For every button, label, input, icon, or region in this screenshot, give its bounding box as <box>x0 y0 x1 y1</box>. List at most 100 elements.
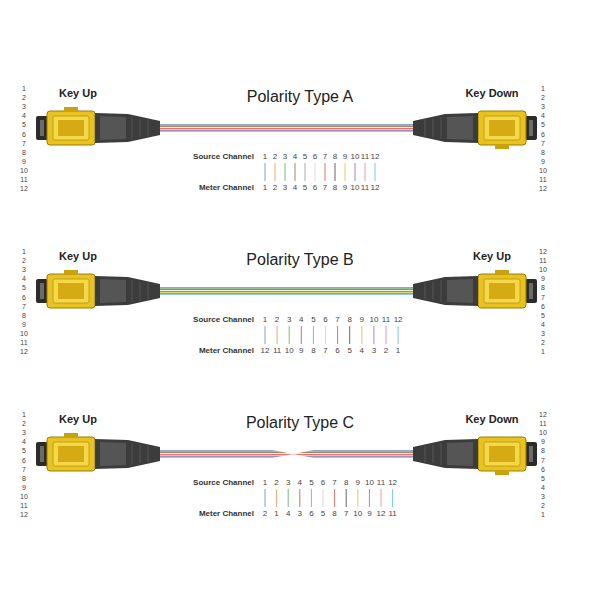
channel-number: 11 <box>382 316 390 324</box>
channel-number: 1 <box>263 479 267 487</box>
fiber-position: 9 <box>22 157 26 164</box>
fiber-position: 1 <box>22 248 26 255</box>
fiber-position: 4 <box>541 112 545 119</box>
channel-number: 12 <box>377 510 386 518</box>
fiber-position: 9 <box>541 438 545 445</box>
channel-number: 7 <box>332 479 336 487</box>
fiber-position: 4 <box>22 275 26 282</box>
channel-number: 6 <box>321 479 325 487</box>
fiber-line <box>325 163 326 181</box>
fiber-line <box>315 163 316 181</box>
channel-number: 7 <box>323 184 327 192</box>
channel-number: 6 <box>323 316 327 324</box>
fiber-position: 11 <box>20 176 27 183</box>
fiber-position: 3 <box>541 492 545 499</box>
channel-number: 11 <box>273 347 281 355</box>
key-label: Key Up <box>59 414 97 425</box>
channel-number: 5 <box>309 479 313 487</box>
fiber-position: 11 <box>539 420 546 427</box>
fiber-line <box>357 489 358 507</box>
channel-number: 9 <box>343 153 347 161</box>
fiber-position: 11 <box>539 257 546 264</box>
fiber-position: 2 <box>22 257 26 264</box>
fiber-position: 5 <box>22 284 26 291</box>
fiber-line <box>355 163 356 181</box>
channel-number: 2 <box>273 184 277 192</box>
key-label: Key Up <box>59 88 97 99</box>
connector-key <box>64 270 78 275</box>
channel-number: 4 <box>299 316 303 324</box>
channel-number: 12 <box>371 153 380 161</box>
fiber-line <box>334 489 335 507</box>
fiber-position: 6 <box>541 465 545 472</box>
fiber-position: 1 <box>22 411 26 418</box>
channel-number: 9 <box>343 184 347 192</box>
channel-number: 5 <box>303 153 307 161</box>
channel-number: 12 <box>394 316 403 324</box>
fiber-position: 8 <box>22 474 26 481</box>
channel-number: 12 <box>261 347 270 355</box>
key-label: Key Down <box>465 88 518 99</box>
fiber-position: 9 <box>22 320 26 327</box>
channel-number: 4 <box>298 479 302 487</box>
channel-number: 3 <box>283 153 287 161</box>
connector-key <box>495 270 509 275</box>
fiber-position: 4 <box>541 320 545 327</box>
fiber-line <box>265 326 266 344</box>
fiber-position: 2 <box>22 94 26 101</box>
mpo-connector <box>413 111 537 145</box>
fiber-position: 5 <box>541 474 545 481</box>
fiber-line <box>288 489 289 507</box>
fiber-position: 1 <box>541 348 545 355</box>
fiber-line <box>346 489 347 507</box>
channel-number: 9 <box>356 479 360 487</box>
channel-number: 7 <box>323 347 327 355</box>
channel-number: 4 <box>293 153 297 161</box>
fiber-line <box>398 326 399 344</box>
fiber-position: 11 <box>539 176 546 183</box>
fiber-position: 8 <box>541 447 545 454</box>
fiber-position: 7 <box>22 465 26 472</box>
fiber-position: 6 <box>541 302 545 309</box>
fiber-line <box>345 163 346 181</box>
twisted-ribbon-cable <box>160 450 413 458</box>
fiber-line <box>289 326 290 344</box>
row-label: Source Channel <box>193 316 254 324</box>
polarity-panel <box>36 433 537 475</box>
channel-number: 5 <box>347 347 351 355</box>
fiber-position: 6 <box>541 130 545 137</box>
connector-key <box>495 470 509 475</box>
channel-number: 3 <box>283 184 287 192</box>
channel-number: 3 <box>287 316 291 324</box>
channel-number: 2 <box>384 347 388 355</box>
fiber-position: 3 <box>22 429 26 436</box>
row-label: Meter Channel <box>199 347 254 355</box>
channel-number: 10 <box>351 184 360 192</box>
fiber-position: 12 <box>20 185 28 192</box>
mpo-connector <box>36 111 160 145</box>
channel-number: 11 <box>361 184 369 192</box>
channel-number: 9 <box>360 316 364 324</box>
key-label: Key Up <box>59 251 97 262</box>
channel-number: 3 <box>286 479 290 487</box>
fiber-position: 5 <box>22 447 26 454</box>
channel-number: 11 <box>361 153 369 161</box>
row-label: Source Channel <box>193 479 254 487</box>
fiber-position: 7 <box>541 139 545 146</box>
fiber-position: 10 <box>20 329 28 336</box>
fiber-line <box>295 163 296 181</box>
channel-number: 1 <box>263 316 267 324</box>
fiber-position: 12 <box>539 248 547 255</box>
fiber-lines <box>265 163 398 507</box>
polarity-panel <box>36 270 537 308</box>
fiber-position: 6 <box>22 456 26 463</box>
fiber-position: 3 <box>541 103 545 110</box>
mpo-connector <box>36 274 160 308</box>
fiber-position: 5 <box>541 121 545 128</box>
channel-number: 3 <box>298 510 302 518</box>
fiber-position: 9 <box>541 157 545 164</box>
channel-number: 2 <box>274 479 278 487</box>
connector-key <box>64 433 78 438</box>
fiber-position: 10 <box>539 429 547 436</box>
fiber-line <box>381 489 382 507</box>
